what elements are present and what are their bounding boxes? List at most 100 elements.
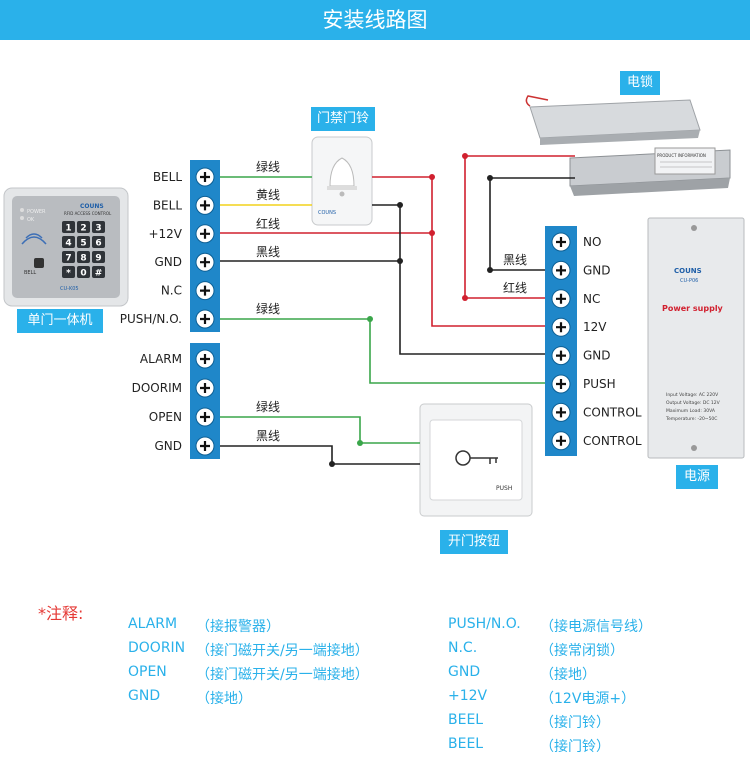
wire-label-gnd2: 黑线 xyxy=(256,429,280,443)
note-value: （接电源信号线） xyxy=(540,619,652,635)
wire-12v-red xyxy=(219,232,545,327)
terminal-plus-icon xyxy=(200,441,210,451)
note-key: DOORIN xyxy=(128,640,186,656)
keypad-status-ok: OK xyxy=(27,217,35,223)
power-spec-1: Input Voltage: AC 220V xyxy=(666,392,719,398)
keypad-model: CU-K05 xyxy=(60,286,79,292)
power-model: CU-P06 xyxy=(680,278,698,284)
terminal-label: BELL xyxy=(153,170,183,184)
keypad-subtext: RFID ACCESS CONTROL xyxy=(64,211,112,216)
wire-label-open: 绿线 xyxy=(256,399,280,414)
power-supply-device: COUNS CU-P06 Power supply Input Voltage:… xyxy=(647,217,745,459)
doorbell-brand: COUNS xyxy=(318,210,336,216)
terminal-plus-icon xyxy=(556,435,566,446)
terminal-plus-icon xyxy=(200,172,210,182)
keypad-key-label: 1 xyxy=(65,224,71,234)
keypad-key-label: 6 xyxy=(95,239,101,249)
terminal-plus-icon xyxy=(200,200,210,211)
terminal-block-left-top xyxy=(190,160,220,332)
bell-key-icon xyxy=(34,258,44,268)
wire-label-bell2: 黄线 xyxy=(256,188,280,202)
power-spec-3: Maximum Load: 30VA xyxy=(666,408,716,414)
terminal-label: N.C xyxy=(161,284,182,298)
exit-button-text: PUSH xyxy=(496,485,512,492)
keypad-bell-label: BELL xyxy=(24,270,36,276)
keypad-key xyxy=(77,236,90,248)
terminal-plus-icon xyxy=(200,228,210,239)
note-value: （接常闭锁） xyxy=(540,643,624,659)
terminal-plus-icon xyxy=(200,383,210,393)
note-value: （接地） xyxy=(196,691,252,707)
page-title: 安装线路图 xyxy=(0,0,750,40)
wire-label-push: 绿线 xyxy=(256,301,280,316)
rfid-icon xyxy=(21,233,47,245)
terminal-plus-icon xyxy=(556,350,566,361)
terminal-label: GND xyxy=(154,439,182,453)
note-value: （接门磁开关/另一端接地） xyxy=(196,667,369,683)
terminal-label: OPEN xyxy=(149,410,182,424)
note-key: GND xyxy=(448,664,481,680)
wire-lock-red xyxy=(464,155,575,299)
keypad-key xyxy=(62,236,75,248)
wire-label-lock-gnd: 黑线 xyxy=(503,253,527,267)
keypad-key xyxy=(92,221,105,233)
keypad-key xyxy=(92,236,105,248)
wire-lock-black xyxy=(489,177,575,271)
power-spec-4: Temperature: -20~50C xyxy=(665,416,717,422)
keypad-key-label: 7 xyxy=(65,254,71,264)
note-value: （12V电源+） xyxy=(540,691,636,707)
terminal-label: NC xyxy=(583,292,600,306)
terminal-plus-icon xyxy=(200,314,210,324)
keypad-key xyxy=(62,251,75,263)
terminal-label: GND xyxy=(154,255,182,269)
note-value: （接报警器） xyxy=(196,619,280,635)
keypad-key xyxy=(62,266,75,278)
terminal-plus-icon xyxy=(200,285,210,296)
note-key: GND xyxy=(128,688,161,704)
doorbell-label: 门禁门铃 xyxy=(311,107,375,131)
terminal-label: CONTROL xyxy=(583,434,642,448)
keypad-brand: COUNS xyxy=(80,203,104,210)
note-value: （接地） xyxy=(540,667,596,683)
keypad-key-label: # xyxy=(95,269,103,279)
terminal-label: 12V xyxy=(583,320,607,334)
terminal-plus-icon xyxy=(556,407,566,418)
keypad-key-label: 4 xyxy=(65,239,71,249)
note-value: （接门铃） xyxy=(540,739,610,755)
note-key: PUSH/N.O. xyxy=(448,616,521,632)
keypad-key-label: * xyxy=(66,269,71,279)
terminal-label: ALARM xyxy=(140,352,182,366)
note-key: OPEN xyxy=(128,664,167,680)
keypad-key xyxy=(92,251,105,263)
lock-label: 电锁 xyxy=(620,71,660,95)
keypad-key-label: 9 xyxy=(95,254,101,264)
note-value: （接门铃） xyxy=(540,715,610,731)
power-title: Power supply xyxy=(662,304,724,313)
note-key: +12V xyxy=(448,688,488,704)
exit-button-label: 开门按钮 xyxy=(440,530,508,554)
terminal-label: GND xyxy=(583,349,611,363)
note-key: BEEL xyxy=(448,712,484,728)
terminal-label: +12V xyxy=(148,227,182,241)
note-key: N.C. xyxy=(448,640,478,656)
wire-gnd-black xyxy=(219,260,545,355)
terminal-label: BELL xyxy=(153,198,183,212)
terminal-plus-icon xyxy=(556,265,566,276)
terminal-label: DOORIM xyxy=(132,381,182,395)
terminal-plus-icon xyxy=(200,354,210,364)
keypad-key xyxy=(62,221,75,233)
note-key: ALARM xyxy=(128,616,178,632)
keypad-key-label: 0 xyxy=(80,269,86,279)
wiring-diagram: POWER OK COUNS RFID ACCESS CONTROL BELL … xyxy=(3,95,745,517)
terminal-label: NO xyxy=(583,235,601,249)
wire-label-12v: 红线 xyxy=(256,216,280,231)
keypad-key-label: 3 xyxy=(95,224,101,234)
terminal-label: PUSH/N.O. xyxy=(120,312,182,326)
terminal-plus-icon xyxy=(556,293,566,304)
exit-button-device: PUSH xyxy=(419,403,533,517)
keypad-key-label: 5 xyxy=(80,239,86,249)
keypad-key xyxy=(77,221,90,233)
wire-open-green xyxy=(219,416,420,444)
keypad-key xyxy=(92,266,105,278)
terminal-label: CONTROL xyxy=(583,405,642,419)
